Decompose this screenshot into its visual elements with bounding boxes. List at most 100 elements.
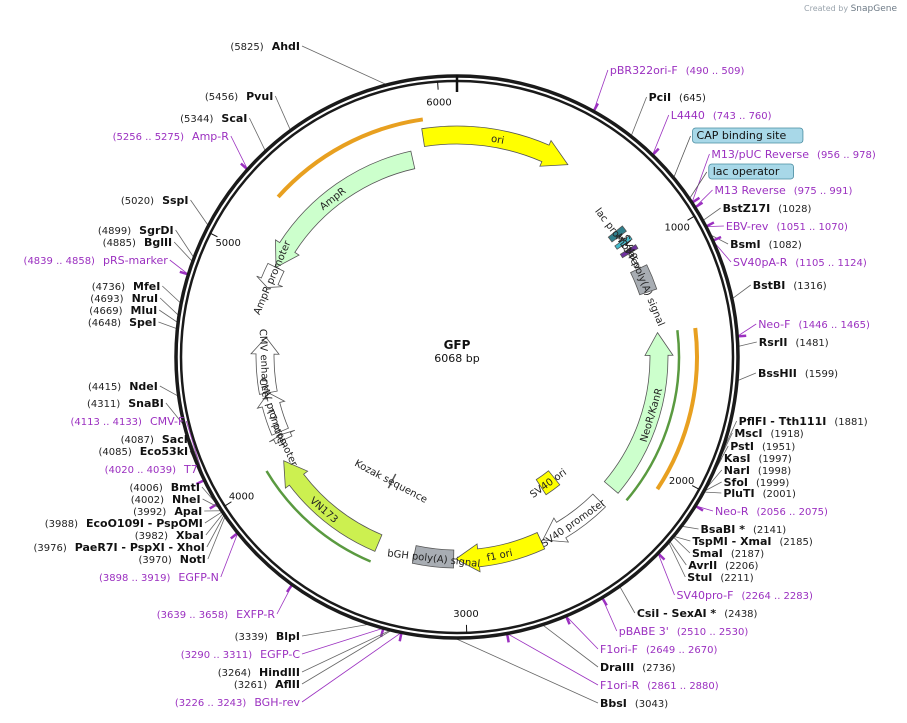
primer-range: (490 .. 509) (686, 66, 745, 77)
ruler-label: 2000 (669, 476, 694, 487)
site-label: (4669)MluI (89, 304, 157, 317)
site-label: (3988)EcoO109I - PspOMI (45, 517, 203, 530)
site-position: (3988) (45, 519, 78, 530)
feature-cmv-promoter (256, 392, 289, 436)
connector-line (703, 481, 722, 492)
site-position: (2185) (780, 537, 813, 548)
site-label: PflFI - Tth111I(1881) (739, 415, 868, 428)
primer-range: (3226 .. 3243) (175, 698, 247, 709)
feature-vn173-line (265, 470, 372, 563)
site-position: (2206) (725, 561, 758, 572)
primer-range: (5256 .. 5275) (113, 132, 185, 143)
site-position: (5020) (121, 196, 154, 207)
primer-range: (2649 .. 2670) (646, 645, 718, 656)
site-label: (3970)NotI (139, 553, 206, 566)
primer-name: EBV-rev (726, 220, 769, 233)
plasmid-name: GFP (444, 338, 471, 352)
site-label: BstZ17I(1028) (723, 202, 812, 215)
feature-sv40-polya (630, 264, 658, 296)
ruler-label: 1000 (664, 222, 689, 233)
connector-line (206, 514, 225, 548)
plasmid-length: 6068 bp (434, 352, 479, 365)
feature-bgh-polya (411, 545, 455, 569)
site-name: NruI (132, 292, 159, 305)
site-position: (3264) (218, 668, 251, 679)
site-name: DraIII (600, 661, 634, 674)
site-name: ScaI (221, 112, 247, 125)
site-name: BsmI (730, 238, 761, 251)
site-name: PflFI - Tth111I (739, 415, 827, 428)
primer-label: Neo-F(1446 .. 1465) (758, 318, 870, 331)
connector-line (542, 624, 599, 668)
site-label: (4885)BglII (103, 236, 172, 249)
site-name: SnaBI (128, 397, 164, 410)
site-label: (3992)ApaI (133, 505, 202, 518)
site-name: AflII (275, 678, 300, 691)
site-label: (3339) BlpI (235, 630, 300, 643)
ruler-tick (687, 215, 695, 221)
site-label: AvrII(2206) (688, 559, 758, 572)
feature-ampr-promoter (256, 262, 285, 288)
feature-box-label (692, 127, 804, 144)
connector-line (703, 491, 722, 494)
site-name: AhdI (272, 40, 300, 53)
primer-label: (3639 .. 3658)EXFP-R (157, 608, 276, 621)
site-label: DraIII(2736) (600, 661, 676, 674)
connector-line (652, 114, 670, 156)
primer-name: M13/pUC Reverse (711, 148, 809, 161)
site-name: BlpI (276, 630, 300, 643)
connector-line (301, 632, 402, 703)
site-position: (5344) (180, 114, 213, 125)
site-label: SfoI(1999) (724, 476, 790, 489)
connector-line (731, 284, 751, 300)
primer-name: pBABE 3' (619, 625, 669, 638)
primer-range: (3898 .. 3919) (99, 573, 171, 584)
feature-label-cmv-enhancer: CMV enhancer (257, 329, 271, 403)
site-name: StuI (687, 571, 712, 584)
connector-line (204, 511, 223, 524)
site-position: (4415) (88, 382, 121, 393)
feature-label-kozak: Kozak sequence (352, 458, 428, 506)
site-position: (3970) (139, 555, 172, 566)
connector-line (169, 259, 189, 275)
connector-line (736, 372, 757, 382)
primer-range: (2510 .. 2530) (677, 627, 749, 638)
ruler-tick (224, 501, 232, 507)
site-label: TspMI - XmaI(2185) (692, 535, 813, 548)
connector-line (695, 505, 714, 512)
site-label: (5020)SspI (121, 194, 189, 207)
site-position: (4311) (87, 399, 120, 410)
ruler-tick (437, 81, 439, 90)
primer-name: L4440 (671, 109, 705, 122)
site-position: (4899) (98, 226, 131, 237)
site-position: (1999) (756, 478, 789, 489)
primer-range: (956 .. 978) (817, 150, 876, 161)
connector-line (165, 402, 185, 427)
connector-line (737, 341, 757, 347)
site-position: (3339) (235, 632, 268, 643)
primer-range: (1446 .. 1465) (798, 320, 870, 331)
connector-line (454, 637, 599, 704)
primer-name: F1ori-R (600, 679, 640, 692)
site-name: MluI (131, 304, 158, 317)
primer-label: pBABE 3' (2510 .. 2530) (619, 625, 749, 638)
site-label: (4415) NdeI (88, 380, 158, 393)
site-label: KasI(1997) (724, 452, 792, 465)
site-label: CsiI - SexAI *(2438) (637, 607, 758, 620)
connector-line (681, 525, 699, 530)
connector-line (301, 629, 392, 685)
primer-range: (1051 .. 1070) (776, 222, 848, 233)
feature-neor-line (625, 330, 681, 502)
primer-label: F1ori-F(2649 .. 2670) (600, 643, 717, 656)
site-label: RsrII(1481) (759, 336, 829, 349)
connector-line (691, 153, 710, 203)
site-name: SmaI (692, 547, 723, 560)
site-name: PciI (649, 91, 671, 104)
primer-name: T7 (183, 463, 198, 476)
feature-box-text: CAP binding site (697, 129, 787, 142)
site-name: NdeI (129, 380, 158, 393)
primer-range: (743 .. 760) (713, 111, 772, 122)
connector-line (506, 633, 599, 686)
primer-label: SV40pro-F(2264 .. 2283) (676, 589, 813, 602)
primer-label: EBV-rev (1051 .. 1070) (726, 220, 848, 233)
